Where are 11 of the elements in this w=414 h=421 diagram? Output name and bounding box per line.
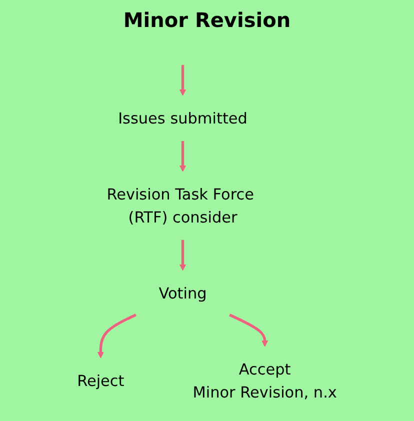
node-text: Issues submitted [118, 109, 248, 128]
arrow [97, 314, 136, 358]
node-text: Revision Task Force (RTF) consider [106, 185, 254, 226]
node-text: Reject [77, 372, 124, 390]
arrow [179, 240, 186, 271]
node-text: Accept Minor Revision, n.x [192, 360, 337, 402]
arrow [179, 64, 186, 96]
arrow [229, 314, 268, 347]
arrow [179, 141, 186, 172]
diagram-title: Minor Revision [123, 8, 291, 32]
node-text: Voting [158, 284, 207, 302]
